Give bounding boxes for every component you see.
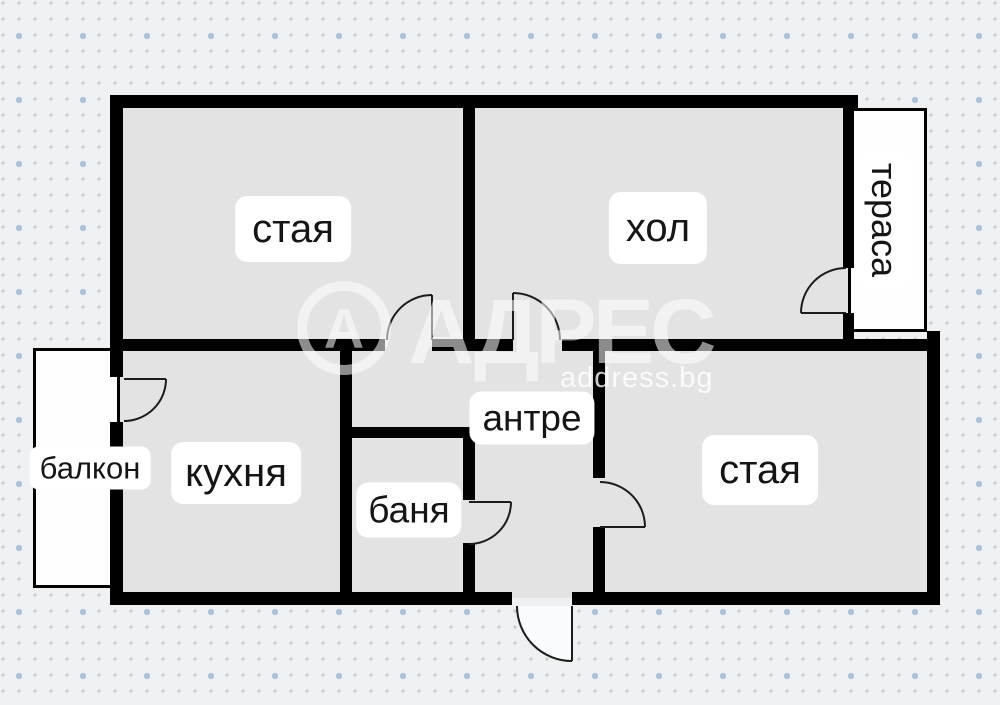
wall-bedroom-left-lower — [593, 527, 605, 592]
room-label-balkon: балкон — [29, 446, 151, 490]
wall-kitchen-right — [340, 339, 352, 592]
wall-top — [110, 95, 858, 108]
wall-bottom-left — [110, 592, 512, 605]
room-label-staya-bottom: стая — [702, 435, 818, 505]
wall-hol-terrace-lower — [843, 313, 854, 345]
wall-banya-right-upper — [463, 427, 475, 500]
wall-banya-top — [340, 427, 465, 438]
wall-right — [927, 331, 940, 605]
room-label-banya: баня — [356, 482, 462, 538]
brand-watermark-text: АДРЕС — [408, 281, 717, 383]
wall-hol-terrace-upper — [843, 95, 854, 268]
wall-bottom-right — [572, 592, 940, 605]
wall-staya-hol-divider — [463, 95, 475, 351]
room-label-hol: хол — [608, 192, 708, 264]
room-label-antre: антре — [469, 391, 595, 445]
brand-logo-icon: А — [297, 281, 391, 375]
wall-middle-c — [562, 339, 940, 351]
room-label-terasa: тераса — [857, 148, 911, 292]
wall-bedroom-left-upper — [593, 339, 605, 478]
wall-banya-right-lower — [463, 543, 475, 592]
entrance-door-swing-fill — [517, 606, 572, 661]
wall-left-upper — [110, 95, 123, 377]
brand-site-text: address.bg — [560, 362, 714, 394]
room-label-staya-top: стая — [235, 196, 351, 262]
room-label-kuhnya: кухня — [171, 442, 301, 504]
